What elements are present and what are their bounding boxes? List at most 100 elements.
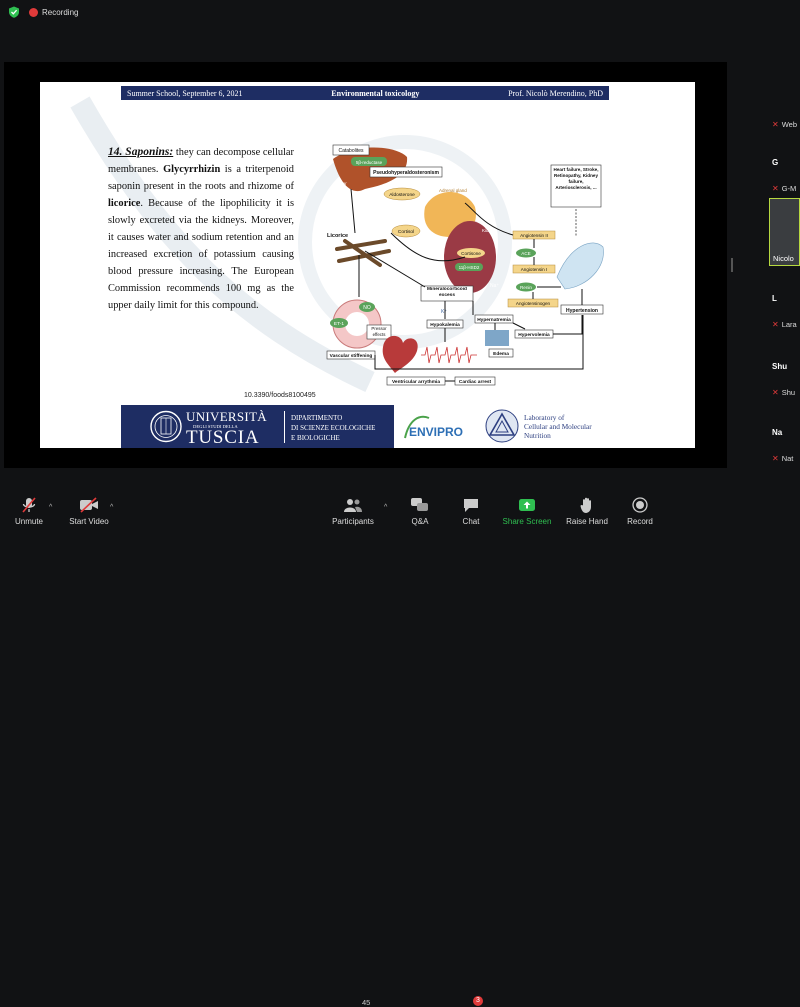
share-screen-label: Share Screen (502, 517, 552, 526)
mic-muted-icon: ✕ (772, 388, 779, 397)
hypernatremia-label: Hypernatremia (477, 317, 511, 323)
et1-label: ET-1 (334, 321, 344, 327)
shield-icon[interactable] (8, 6, 20, 18)
chat-unread-badge: 3 (473, 996, 483, 1006)
panel-resize-handle[interactable] (731, 258, 733, 272)
raise-hand-button[interactable]: Raise Hand (552, 495, 622, 526)
hsd2-label: 11β-HSD2 (459, 265, 480, 270)
start-video-button[interactable]: Start Video (54, 495, 124, 526)
video-options-caret-icon[interactable]: ^ (110, 504, 114, 511)
participant-name: Lara (781, 320, 797, 329)
ace-label: ACE (521, 251, 530, 256)
share-screen-icon (519, 499, 535, 511)
no-label: NO (363, 305, 371, 311)
liver-label: Liver (337, 181, 347, 186)
mic-muted-icon: ✕ (772, 184, 779, 193)
recording-label: Recording (42, 7, 79, 17)
participant-initial: L (772, 294, 777, 303)
ecg-line (421, 346, 477, 364)
slide-body-text: 14. Saponins: they can decompose cellula… (108, 144, 294, 314)
hypervolemia-label: Hypervolemia (518, 332, 550, 338)
slide-header-author: Prof. Nicolò Merendino, PhD (508, 88, 603, 98)
participant-tile[interactable]: ✕Shu (772, 388, 795, 397)
mic-muted-icon (22, 497, 36, 513)
renin-label: Renin (520, 285, 532, 290)
tuscia-name: TUSCIA (186, 427, 260, 448)
slide-header-left: Summer School, September 6, 2021 (127, 88, 243, 98)
participants-icon (344, 499, 362, 512)
raise-hand-label: Raise Hand (566, 517, 608, 526)
catabolites-box (332, 144, 370, 156)
angiotensinogen-label: Angiotensinogen (516, 301, 551, 306)
shared-screen: Summer School, September 6, 2021 Environ… (4, 62, 727, 468)
participant-tile[interactable]: ✕G-M (772, 184, 796, 193)
chat-icon (464, 499, 478, 512)
participants-count: 45 (362, 998, 371, 1007)
lab-logo-icon (485, 409, 519, 443)
qa-icon (411, 498, 428, 511)
department-line-1: DIPARTIMENTO (291, 414, 343, 422)
cardiac-label: Cardiac arrest (459, 379, 492, 385)
edema-label: Edema (493, 351, 509, 357)
pseudo-box (369, 166, 443, 178)
pseudo-label: Pseudohyperaldosteronism (373, 170, 439, 176)
ace-box (516, 248, 536, 258)
ventricular-label: Ventricular arrythmia (392, 379, 440, 385)
lab-line-1: Laboratory of (524, 413, 565, 422)
participant-name: Nat (781, 454, 794, 463)
qa-label: Q&A (411, 517, 429, 526)
ang1-label: Angiotensin I (521, 267, 548, 272)
envipro-logo: ENVIPRO (404, 415, 463, 439)
participant-name: Web (781, 120, 797, 129)
slide-header: Summer School, September 6, 2021 Environ… (121, 86, 609, 100)
cortisol-label: Cortisol (398, 229, 414, 235)
raise-hand-icon (580, 497, 591, 513)
na-label: Na⁺ (490, 283, 499, 289)
cortisone-box (457, 248, 485, 258)
body-part-2: is a triterpenoid saponin present in the… (108, 164, 294, 192)
participants-options-caret-icon[interactable]: ^ (384, 504, 388, 511)
adrenal-label: Adrenal gland (439, 188, 467, 193)
body-part-3: . Because of the lipophilicity it is slo… (108, 198, 294, 311)
vascular-label: Vascular stiffening (330, 353, 373, 359)
recording-indicator[interactable]: Recording (29, 5, 78, 19)
participants-button[interactable]: Participants (318, 495, 388, 526)
participant-tile[interactable]: ✕Nat (772, 454, 793, 463)
pressor-box (366, 324, 392, 340)
hypokalemia-label: Hypokalemia (430, 322, 460, 328)
active-participant-video[interactable]: Nicolo (769, 198, 800, 266)
licorice-root-icon (335, 239, 391, 267)
envipro-text: ENVIPRO (409, 425, 463, 439)
participant-tile[interactable]: ✕Web (772, 120, 797, 129)
chat-button[interactable]: Chat (436, 495, 506, 526)
kidney-label: Kidney (482, 228, 497, 233)
participant-name: Shu (781, 388, 796, 397)
meeting-top-bar: Recording (0, 0, 800, 24)
k-label: K⁺ (441, 309, 447, 315)
body-bold-glycyrrhizin: Glycyrrhizin (163, 164, 221, 175)
aldosterone-box (383, 187, 421, 201)
record-label: Record (627, 517, 653, 526)
university-name: UNIVERSITÀ (186, 409, 267, 424)
slide-header-title: Environmental toxicology (331, 88, 420, 98)
hsd2-box (455, 263, 483, 271)
record-dot-icon (29, 7, 38, 17)
record-button[interactable]: Record (605, 495, 675, 526)
meeting-toolbar: Unmute ^ Start Video ^ Participants 45 ^… (0, 495, 800, 1007)
chat-label: Chat (462, 517, 480, 526)
cortisol-box (391, 224, 421, 238)
qa-button[interactable]: Q&A (385, 495, 455, 526)
unmute-button[interactable]: Unmute (0, 495, 64, 526)
body-part-1: they can decompose cellular membranes. (108, 147, 295, 175)
footer-separator (284, 411, 285, 443)
lab-line-2: Cellular and Molecular (524, 422, 592, 431)
participant-name: G-M (781, 184, 797, 193)
share-screen-button[interactable]: Share Screen (492, 495, 562, 526)
department-line-3: E BIOLOGICHE (291, 434, 340, 442)
mic-muted-icon: ✕ (772, 454, 779, 463)
body-bold-licorice: licorice (108, 198, 141, 209)
mineral-label: Mineralocorticoid excess (427, 287, 467, 298)
slide-footer: UNIVERSITÀ DEGLI STUDI DELLA TUSCIA DIPA… (121, 405, 609, 448)
audio-options-caret-icon[interactable]: ^ (49, 504, 53, 511)
participant-tile[interactable]: ✕Lara (772, 320, 797, 329)
